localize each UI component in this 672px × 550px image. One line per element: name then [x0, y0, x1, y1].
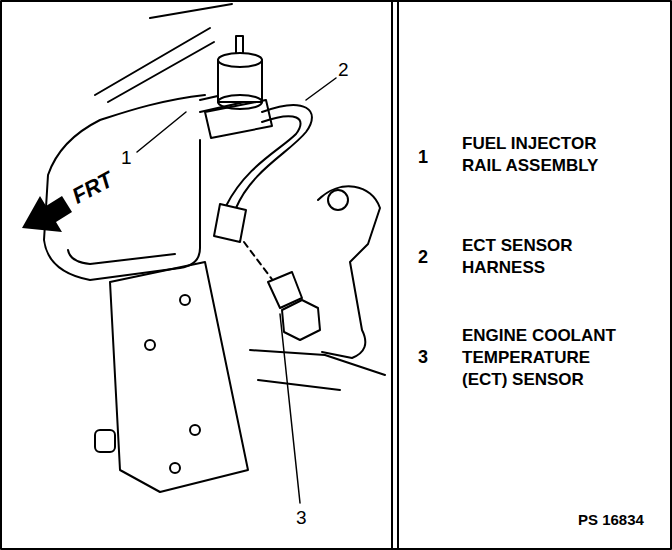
engine-block	[110, 262, 248, 492]
divider-line	[397, 1, 399, 549]
bolt	[170, 463, 180, 473]
install-path	[244, 242, 274, 282]
bolt	[180, 295, 190, 305]
key-text: ECT SENSOR HARNESS	[462, 235, 630, 279]
leader-line	[137, 112, 186, 152]
key-text: ENGINE COOLANT TEMPERATURE (ECT) SENSOR	[462, 325, 630, 391]
harness-connector	[214, 204, 246, 242]
thermostat-housing	[318, 186, 380, 358]
sensor-hex	[282, 300, 320, 340]
bolt	[190, 425, 200, 435]
callout-number: 1	[121, 146, 132, 171]
fuel-injector-base	[218, 95, 262, 109]
key-number: 1	[418, 146, 428, 169]
figure-number: PS 16834	[578, 510, 644, 530]
sensor-harness	[226, 116, 301, 206]
leader-lines	[137, 78, 336, 503]
engine-edge	[250, 350, 385, 390]
housing-port	[328, 190, 348, 210]
leader-line	[306, 78, 336, 100]
key-text: FUEL INJECTOR RAIL ASSEMBLY	[462, 133, 630, 177]
drain-plug	[95, 430, 115, 452]
divider-line	[391, 1, 393, 549]
fuel-injector-top	[218, 53, 262, 67]
callout-number: 3	[296, 506, 307, 531]
front-label: FRT	[67, 166, 118, 211]
bolt	[145, 340, 155, 350]
key-number: 2	[418, 246, 428, 269]
key-number: 3	[418, 346, 428, 369]
front-arrow	[22, 196, 72, 232]
callout-number: 2	[338, 58, 349, 83]
rail-bracket	[205, 100, 272, 138]
leader-line	[280, 314, 300, 503]
intake-runner	[95, 4, 232, 102]
engine-drawing	[22, 4, 385, 492]
intake-manifold	[44, 95, 205, 280]
manifold-edge	[68, 250, 175, 264]
